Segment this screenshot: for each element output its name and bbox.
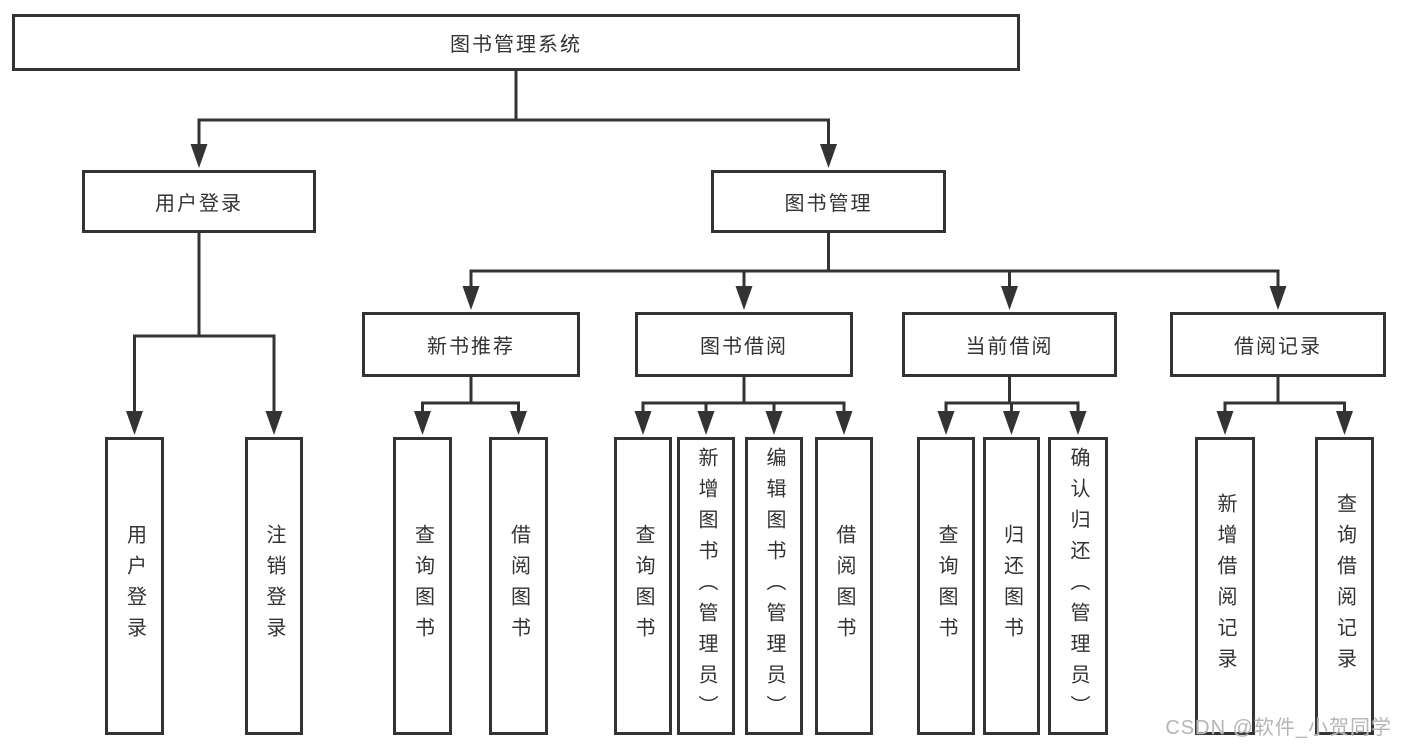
leaf-current-query-books: 查询图书 (917, 437, 975, 735)
leaf-borrowing-edit-books-admin: 编辑图书（管理员） (745, 437, 803, 735)
node-user-login-branch: 用户登录 (82, 170, 316, 233)
node-library-management-system: 图书管理系统 (12, 14, 1020, 71)
csdn-watermark: CSDN @软件_小贺同学 (1165, 717, 1392, 739)
leaf-recommend-borrow-books: 借阅图书 (489, 437, 548, 735)
leaf-records-query-borrow-record: 查询借阅记录 (1315, 437, 1374, 735)
leaf-current-return-books: 归还图书 (983, 437, 1040, 735)
node-new-book-recommendation: 新书推荐 (362, 312, 580, 377)
node-book-borrowing: 图书借阅 (635, 312, 853, 377)
node-borrowing-records: 借阅记录 (1170, 312, 1386, 377)
leaf-recommend-query-books: 查询图书 (393, 437, 452, 735)
leaf-borrowing-borrow-books: 借阅图书 (815, 437, 873, 735)
leaf-logout: 注销登录 (245, 437, 303, 735)
leaf-current-confirm-return-admin: 确认归还（管理员） (1048, 437, 1108, 735)
leaf-records-add-borrow-record: 新增借阅记录 (1195, 437, 1255, 735)
node-current-borrowing: 当前借阅 (902, 312, 1117, 377)
leaf-borrowing-query-books: 查询图书 (614, 437, 672, 735)
node-book-management-branch: 图书管理 (711, 170, 946, 233)
leaf-borrowing-add-books-admin: 新增图书（管理员） (677, 437, 735, 735)
leaf-user-login: 用户登录 (105, 437, 164, 735)
